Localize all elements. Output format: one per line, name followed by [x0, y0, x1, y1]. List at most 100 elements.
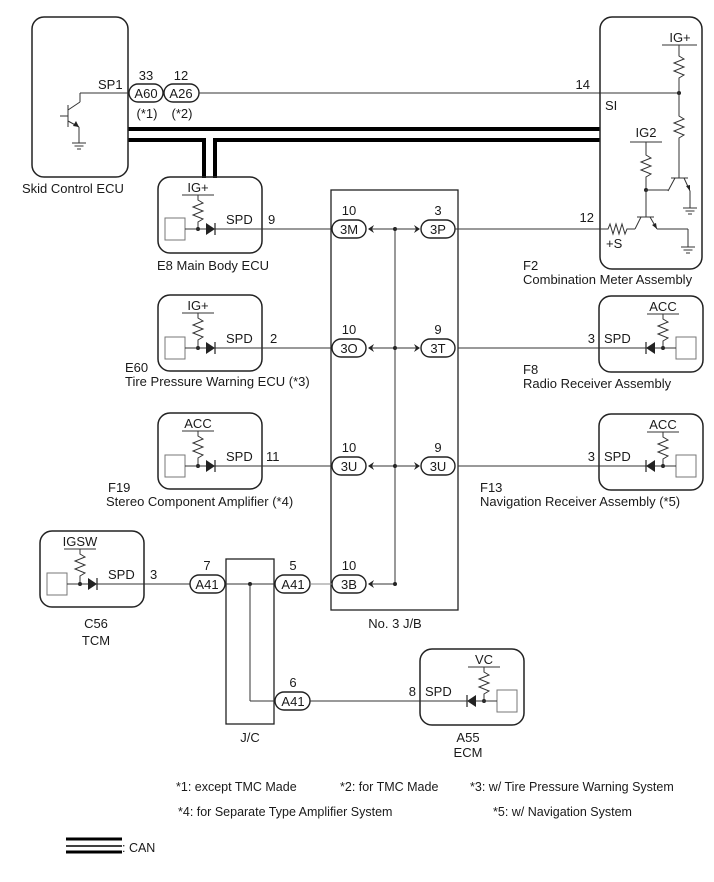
- resistor-icon: [73, 549, 87, 584]
- supply-ig-plus: IG+: [669, 30, 690, 45]
- connector-3u-right[interactable]: 3U9: [420, 440, 456, 476]
- terminal-spd: SPD: [604, 449, 631, 464]
- resistor-icon: [477, 667, 491, 701]
- svg-text:A26: A26: [169, 86, 192, 101]
- svg-text:A41: A41: [195, 577, 218, 592]
- can-legend: : CAN: [66, 837, 155, 855]
- svg-text:3M: 3M: [340, 222, 358, 237]
- pin-number: 9: [434, 440, 441, 455]
- supply-label: IG+: [187, 180, 208, 195]
- component-name: No. 3 J/B: [368, 616, 421, 631]
- resistor-icon: [639, 142, 653, 190]
- supply-ig2: IG2: [636, 125, 657, 140]
- pin-number: 12: [174, 68, 188, 83]
- component-code: F19: [108, 480, 130, 495]
- junction-block-no3[interactable]: No. 3 J/B: [330, 189, 459, 631]
- component-name: Tire Pressure Warning ECU (*3): [125, 374, 310, 389]
- pin-number: 9: [268, 212, 275, 227]
- pin-number: 8: [409, 684, 416, 699]
- signal-source-icon: [164, 217, 186, 241]
- note-1: *1: except TMC Made: [176, 780, 297, 794]
- connector-3t-right[interactable]: 3T9: [420, 322, 456, 358]
- supply-label: IG+: [187, 298, 208, 313]
- supply-label: VC: [475, 652, 493, 667]
- resistor-icon: [672, 45, 686, 93]
- component-code: C56: [84, 616, 108, 631]
- diode-icon: [645, 342, 655, 354]
- supply-label: ACC: [184, 416, 211, 431]
- component-name: ECM: [454, 745, 483, 760]
- supply-label: IGSW: [63, 534, 98, 549]
- component-name: Radio Receiver Assembly: [523, 376, 672, 391]
- svg-text:3O: 3O: [340, 341, 357, 356]
- can-legend-label: : CAN: [122, 841, 155, 855]
- pin-14: 14: [576, 77, 590, 92]
- diode-icon: [206, 460, 216, 472]
- diode-icon: [206, 342, 216, 354]
- svg-text:3T: 3T: [430, 341, 445, 356]
- component-code: E60: [125, 360, 148, 375]
- terminal-spd: SPD: [604, 331, 631, 346]
- connector-a41-pin7[interactable]: A41 7: [189, 558, 226, 594]
- svg-text:3B: 3B: [341, 577, 357, 592]
- component-code: A55: [456, 730, 479, 745]
- transistor-icon: [60, 92, 128, 150]
- pin-number: 3: [588, 449, 595, 464]
- svg-text:3U: 3U: [430, 459, 447, 474]
- note-5: *5: w/ Navigation System: [493, 805, 632, 819]
- signal-source-icon: [675, 454, 697, 478]
- diode-icon: [645, 460, 655, 472]
- pin-12: 12: [580, 210, 594, 225]
- pin-number: 10: [342, 440, 356, 455]
- connector-a26[interactable]: A26 12 (*2): [163, 68, 200, 121]
- svg-text:3P: 3P: [430, 222, 446, 237]
- pin-number: 33: [139, 68, 153, 83]
- svg-text:3U: 3U: [341, 459, 358, 474]
- pin-number: 6: [289, 675, 296, 690]
- diode-icon: [206, 223, 216, 235]
- connector-3p-right[interactable]: 3P3: [420, 203, 456, 239]
- terminal-spd: SPD: [226, 449, 253, 464]
- connector-note: (*2): [172, 106, 193, 121]
- pin-number: 5: [289, 558, 296, 573]
- pin-number: 2: [270, 331, 277, 346]
- combination-meter-assembly[interactable]: 14 SI IG+ IG2 12 +S F2 Comb: [523, 16, 703, 287]
- connector-a41-pin6[interactable]: A41 6: [274, 675, 311, 711]
- svg-text:A41: A41: [281, 694, 304, 709]
- resistor-icon: [656, 314, 670, 348]
- component-code: F2: [523, 258, 538, 273]
- note-2: *2: for TMC Made: [340, 780, 438, 794]
- connector-a41-pin5[interactable]: A41 5: [274, 558, 311, 594]
- component-name: E8 Main Body ECU: [157, 258, 269, 273]
- note-4: *4: for Separate Type Amplifier System: [178, 805, 392, 819]
- component-name: Skid Control ECU: [22, 181, 124, 196]
- footnotes: *1: except TMC Made *2: for TMC Made *3:…: [176, 780, 674, 819]
- terminal-si: SI: [605, 98, 617, 113]
- component-code: F13: [480, 480, 502, 495]
- terminal-spd: SPD: [226, 331, 253, 346]
- component-name: Stereo Component Amplifier (*4): [106, 494, 293, 509]
- svg-text:A41: A41: [281, 577, 304, 592]
- pin-number: 9: [434, 322, 441, 337]
- pin-number: 10: [342, 203, 356, 218]
- pin-number: 10: [342, 322, 356, 337]
- skid-control-ecu[interactable]: SP1 Skid Control ECU: [22, 16, 129, 196]
- terminal-plus-s: +S: [606, 236, 623, 251]
- signal-source-icon: [164, 336, 186, 360]
- svg-text:A60: A60: [134, 86, 157, 101]
- connector-a60[interactable]: A60 33 (*1): [128, 68, 164, 121]
- component-code: F8: [523, 362, 538, 377]
- diode-icon: [88, 578, 98, 590]
- pin-number: 10: [342, 558, 356, 573]
- pin-number: 7: [203, 558, 210, 573]
